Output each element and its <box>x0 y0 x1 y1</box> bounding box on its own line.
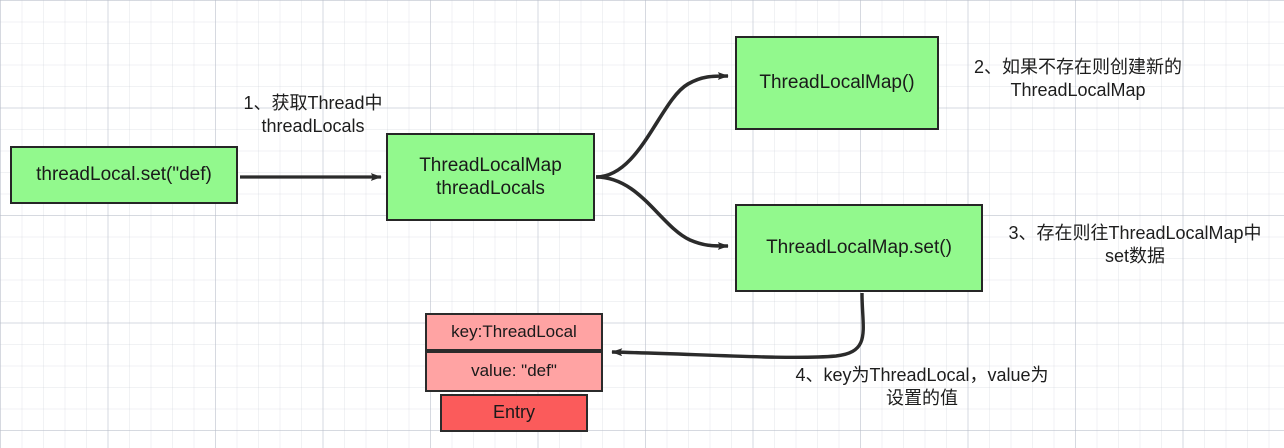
edge-field-to-ctor <box>595 72 729 179</box>
annotation-step-2: 2、如果不存在则创建新的 ThreadLocalMap <box>973 57 1182 101</box>
node-entry-value[interactable]: value: "def" <box>425 351 603 392</box>
annotation-step-3: 3、存在则往ThreadLocalMap中 set数据 <box>1008 223 1262 267</box>
annotation-step-1: 1、获取Thread中 threadLocals <box>243 93 383 137</box>
annotation-step-4: 4、key为ThreadLocal，value为 设置的值 <box>795 365 1049 409</box>
node-entry-title[interactable]: Entry <box>440 394 588 432</box>
node-threadlocal-set[interactable]: threadLocal.set("def) <box>10 146 238 204</box>
edge-set-to-entry <box>611 292 865 360</box>
node-threadlocalmap-constructor[interactable]: ThreadLocalMap() <box>735 36 939 130</box>
node-threadlocalmap-threadlocals[interactable]: ThreadLocalMap threadLocals <box>386 133 595 221</box>
node-entry-key[interactable]: key:ThreadLocal <box>425 313 603 351</box>
edge-field-to-set <box>595 175 729 250</box>
node-threadlocalmap-set[interactable]: ThreadLocalMap.set() <box>735 204 983 292</box>
